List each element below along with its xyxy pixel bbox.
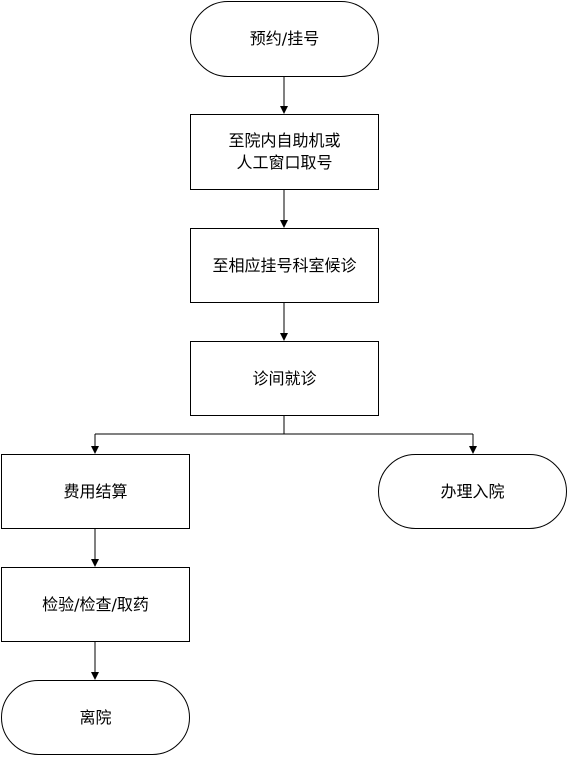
node-reservation: 预约/挂号	[190, 1, 379, 77]
node-payment: 费用结算	[1, 454, 190, 529]
node-admission: 办理入院	[378, 454, 567, 529]
node-wait: 至相应挂号科室候诊	[190, 228, 379, 303]
node-get-number-label: 至院内自助机或 人工窗口取号	[228, 131, 341, 172]
node-tests-label: 检验/检查/取药	[42, 594, 149, 614]
node-get-number: 至院内自助机或 人工窗口取号	[190, 114, 379, 190]
node-admission-label: 办理入院	[440, 481, 505, 501]
node-tests: 检验/检查/取药	[1, 567, 190, 642]
node-leave-label: 离院	[79, 707, 112, 727]
node-consult: 诊间就诊	[190, 341, 379, 416]
node-wait-label: 至相应挂号科室候诊	[212, 255, 357, 275]
node-reservation-label: 预约/挂号	[249, 29, 320, 48]
node-leave: 离院	[1, 680, 190, 755]
node-consult-label: 诊间就诊	[252, 368, 317, 388]
node-payment-label: 费用结算	[63, 481, 128, 501]
